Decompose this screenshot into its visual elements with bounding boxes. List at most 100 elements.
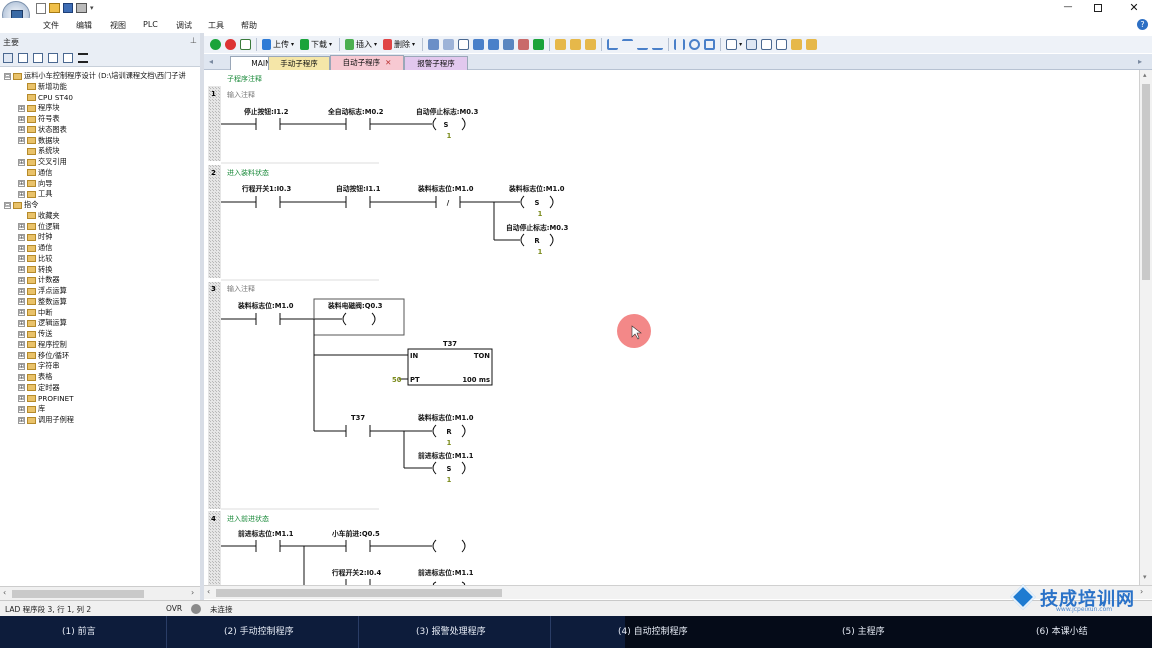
tree-item[interactable]: ⊞状态图表 [18, 124, 67, 135]
network-4-bar[interactable] [208, 511, 221, 585]
edit-icon[interactable] [791, 39, 803, 50]
chapter-3[interactable]: (3) 报警处理程序 [416, 627, 486, 637]
expand-icon[interactable]: ⊞ [18, 255, 25, 263]
expand-icon[interactable]: ⊞ [18, 287, 25, 295]
tree-item[interactable]: ⊞整数运算 [18, 296, 67, 307]
n2-contact-3-label[interactable]: 装料标志位:M1.0 [418, 184, 474, 193]
menu-edit[interactable]: 编辑 [76, 21, 92, 30]
n2-contact-1-label[interactable]: 行程开关1:I0.3 [241, 184, 291, 193]
tree-item[interactable]: ⊞符号表 [18, 113, 60, 124]
run-icon[interactable] [210, 39, 221, 50]
rung-icon[interactable] [458, 39, 470, 50]
upload-icon[interactable] [262, 39, 271, 50]
expand-icon[interactable]: ⊞ [18, 126, 25, 134]
n3-coil-3-label[interactable]: 前进标志位:M1.1 [418, 451, 474, 460]
tab-auto[interactable]: 自动子程序✕ [330, 55, 404, 70]
expand-icon[interactable]: ⊞ [18, 276, 25, 284]
n2-coil-1-label[interactable]: 装料标志位:M1.0 [509, 184, 565, 193]
tree-item[interactable]: ⊞时钟 [18, 231, 52, 242]
expand-icon[interactable]: ⊞ [18, 319, 25, 327]
expand-icon[interactable]: ⊞ [18, 115, 25, 123]
panel-table-icon[interactable] [33, 53, 43, 63]
upload-dropdown-icon[interactable]: ▾ [291, 41, 295, 48]
tree-item[interactable]: 系统块 [18, 145, 60, 156]
network-3-bar[interactable] [208, 282, 221, 509]
collapse-icon[interactable]: ⊟ [4, 72, 11, 80]
tree-item[interactable]: ⊟指令 [4, 199, 38, 210]
network-3-comment[interactable]: 输入注释 [227, 284, 255, 293]
left-horizontal-scrollbar[interactable]: ‹ › [0, 586, 200, 600]
tabs-scroll-left-icon[interactable]: ◂ [209, 57, 214, 66]
n1-contact-1-label[interactable]: 停止按钮:I1.2 [244, 107, 289, 116]
print-icon[interactable] [76, 3, 87, 13]
menu-plc[interactable]: PLC [143, 20, 158, 29]
tree-item[interactable]: ⊟运料小车控制程序设计 (D:\培训课程文档\西门子讲 [4, 70, 186, 81]
insert-icon[interactable] [345, 39, 355, 50]
tree-item[interactable]: CPU ST40 [18, 92, 73, 103]
tab-alarm[interactable]: 报警子程序 [404, 56, 468, 70]
quick-access-dropdown-icon[interactable]: ▾ [90, 4, 94, 12]
tree-item[interactable]: ⊞定时器 [18, 382, 60, 393]
box-icon[interactable] [704, 39, 716, 50]
minimize-button[interactable]: — [1063, 2, 1073, 12]
tabs-scroll-right-icon[interactable]: ▸ [1138, 57, 1143, 66]
menu-help[interactable]: 帮助 [241, 21, 257, 30]
compile-icon[interactable] [240, 39, 251, 50]
n3-timer-pt-value[interactable]: 50 [392, 376, 402, 384]
network-2-comment[interactable]: 进入装料状态 [227, 168, 269, 177]
tree-item[interactable]: ⊞转换 [18, 264, 52, 275]
expand-icon[interactable]: ⊞ [18, 341, 25, 349]
tree-item[interactable]: ⊞向导 [18, 178, 52, 189]
editor-horizontal-scrollbar[interactable]: ‹ › [204, 585, 1152, 599]
tree-item[interactable]: ⊞交叉引用 [18, 156, 67, 167]
delete-dropdown-icon[interactable]: ▾ [412, 41, 416, 48]
network-1-comment[interactable]: 输入注释 [227, 90, 255, 99]
n4-contact-1-label[interactable]: 前进标志位:M1.1 [238, 529, 294, 538]
n4-coil-label[interactable]: 小车前进:Q0.5 [331, 529, 380, 538]
table-icon[interactable] [746, 39, 758, 50]
upload-button[interactable]: 上传 [273, 40, 289, 49]
insert-button[interactable]: 插入 [356, 40, 373, 49]
tree-item[interactable]: ⊞计数器 [18, 274, 60, 285]
comment-icon[interactable] [726, 39, 738, 50]
open-folder-icon[interactable] [49, 3, 60, 13]
tree-item[interactable]: ⊞程序块 [18, 102, 60, 113]
pin-icon[interactable]: ⊥ [190, 36, 197, 45]
n3-contact-1-label[interactable]: 装料标志位:M1.0 [238, 301, 294, 310]
n3-coil-label[interactable]: 装料电磁阀:Q0.3 [328, 301, 383, 310]
panel-doc-icon[interactable] [48, 53, 58, 63]
contact-icon[interactable] [674, 39, 686, 50]
delete-button[interactable]: 删除 [394, 40, 411, 49]
branch-up-icon[interactable] [622, 39, 634, 50]
n2-coil-2-label[interactable]: 自动停止标志:M0.3 [506, 223, 569, 232]
coil-icon[interactable] [689, 39, 701, 50]
n3-contact-2-label[interactable]: T37 [351, 414, 365, 422]
tree-item[interactable]: ⊞中断 [18, 307, 52, 318]
expand-icon[interactable]: ⊞ [18, 384, 25, 392]
editor-vertical-scrollbar[interactable]: ▴ ▾ [1139, 70, 1152, 585]
expand-icon[interactable]: ⊞ [18, 180, 25, 187]
subroutine-comment[interactable]: 子程序注释 [227, 74, 262, 83]
network-2-bar[interactable] [208, 165, 221, 278]
expand-icon[interactable]: ⊞ [18, 416, 25, 424]
close-button[interactable]: ✕ [1129, 1, 1139, 14]
compare-icon[interactable] [503, 39, 515, 50]
branch-down-icon[interactable] [607, 39, 619, 50]
tree-item[interactable]: ⊞表格 [18, 371, 52, 382]
key-icon[interactable] [585, 39, 597, 50]
chapter-1[interactable]: (1) 前言 [62, 627, 96, 637]
tree-item[interactable]: ⊞逻辑运算 [18, 317, 67, 328]
expand-icon[interactable]: ⊞ [18, 223, 25, 230]
download-button[interactable]: 下载 [311, 40, 328, 49]
expand-icon[interactable]: ⊞ [18, 244, 25, 252]
insert-dropdown-icon[interactable]: ▾ [374, 41, 378, 48]
menu-view[interactable]: 视图 [110, 21, 126, 30]
expand-icon[interactable]: ⊞ [18, 298, 25, 306]
ladder-editor[interactable]: 子程序注释 1 输入注释 2 进入装料状态 3 输入注释 4 进入前进状态 [204, 70, 1139, 585]
chapter-6[interactable]: (6) 本课小结 [1036, 627, 1088, 637]
n4-coil-2-label[interactable]: 前进标志位:M1.1 [418, 568, 474, 577]
panel-list-icon[interactable] [18, 53, 28, 63]
expand-icon[interactable]: ⊞ [18, 395, 25, 402]
tree-item[interactable]: ⊞工具 [18, 188, 52, 199]
